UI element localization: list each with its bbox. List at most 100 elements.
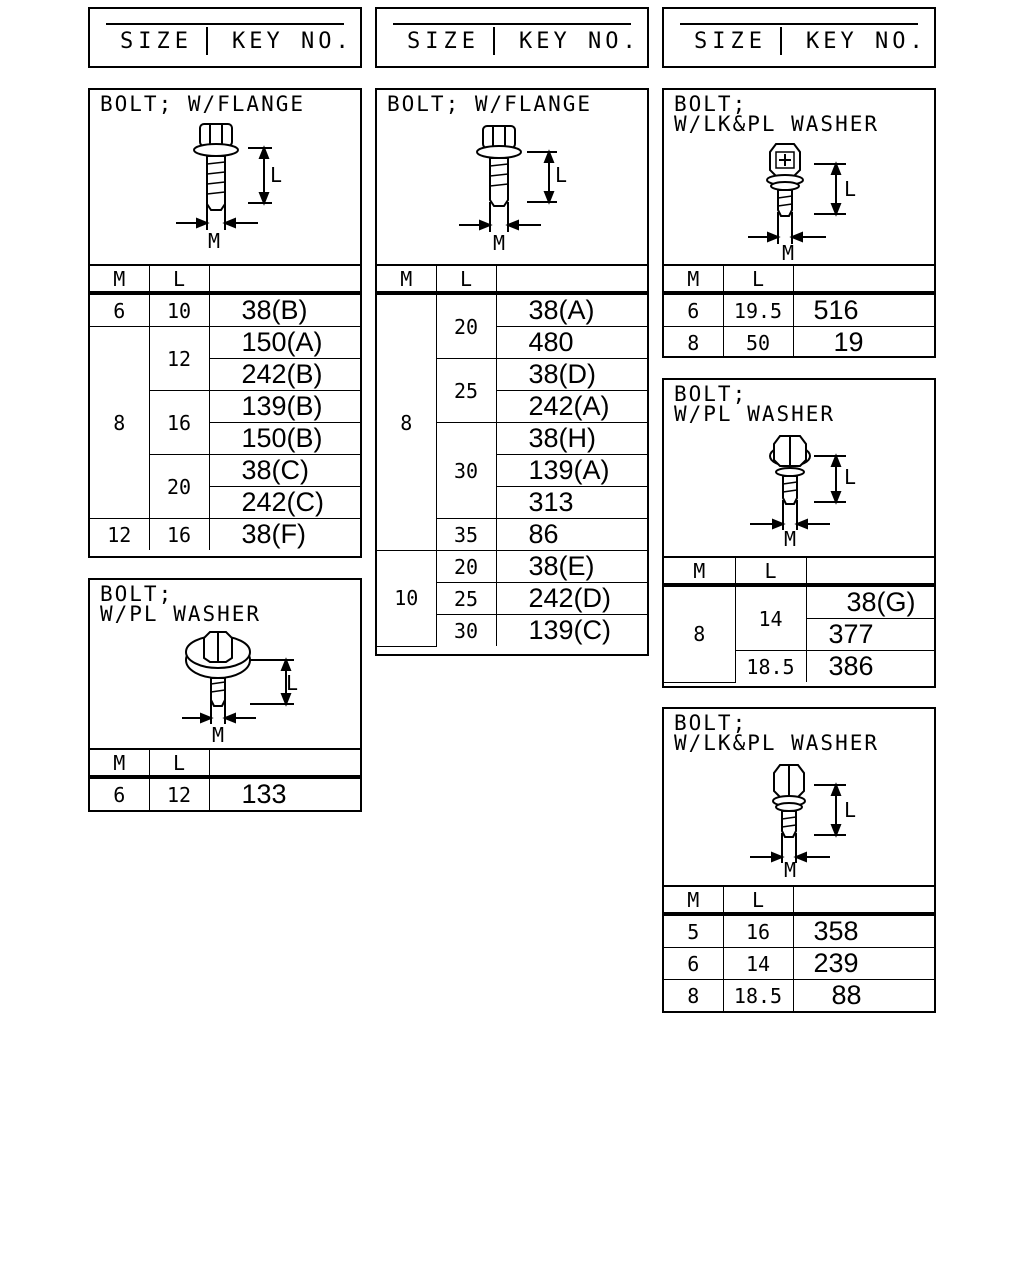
header-divider bbox=[206, 27, 208, 55]
table-row: 377 bbox=[664, 618, 934, 651]
col-l-header: L bbox=[734, 556, 807, 587]
part-bolt-pl-washer-2: BOLT; W/PL WASHER L M M L bbox=[662, 378, 936, 688]
part-title: BOLT; W/LK&PL WASHER bbox=[674, 711, 880, 755]
size-header: SIZE bbox=[407, 29, 480, 54]
diameter-label: M bbox=[784, 858, 796, 882]
key-no: 88 bbox=[792, 979, 934, 1011]
header-divider bbox=[780, 27, 782, 55]
key-no-header: KEY NO. bbox=[806, 29, 927, 54]
parts-table: M L 6 10 38(B) 8 12 150(A) 242(B) 16 139… bbox=[90, 264, 360, 550]
key-no: 38(A) bbox=[495, 292, 647, 327]
col-m-header: M bbox=[664, 885, 724, 916]
col-m-header: M bbox=[377, 264, 437, 295]
col-m-header: M bbox=[664, 264, 724, 295]
length-label: L bbox=[844, 177, 856, 201]
parts-table: M L 8 20 38(A) 480 25 38(D) 242(A) 30 38… bbox=[377, 264, 647, 647]
diameter-label: M bbox=[784, 527, 796, 551]
bolt-lk-washer-diagram: L M bbox=[748, 143, 856, 265]
key-no: 313 bbox=[496, 486, 647, 519]
header-row: SIZE KEY NO. bbox=[106, 23, 349, 57]
col-key-header bbox=[805, 556, 934, 587]
header-row: SIZE KEY NO. bbox=[680, 23, 923, 57]
col-l-header: L bbox=[148, 748, 210, 779]
table-row: 242(A) bbox=[377, 390, 647, 423]
table-row: 8 50 19 bbox=[664, 326, 934, 358]
key-no: 150(A) bbox=[208, 326, 360, 359]
table-row: 18.5 386 bbox=[664, 650, 934, 682]
key-no: 38(H) bbox=[495, 422, 647, 455]
key-no: 139(B) bbox=[208, 390, 360, 423]
table-row: 25 38(D) bbox=[377, 358, 647, 423]
table-row: 5 16 358 bbox=[664, 913, 934, 948]
key-no: 86 bbox=[495, 518, 647, 551]
key-no: 38(D) bbox=[495, 358, 647, 391]
size-header: SIZE bbox=[120, 29, 193, 54]
length-label: L bbox=[844, 465, 856, 489]
part-bolt-pl-washer-1: BOLT; W/PL WASHER L M M L bbox=[88, 578, 362, 812]
table-row: 8 12 150(A) bbox=[90, 326, 360, 519]
table-row: 6 10 38(B) bbox=[90, 292, 360, 327]
key-no-header: KEY NO. bbox=[519, 29, 640, 54]
table-row: 6 14 239 bbox=[664, 947, 934, 980]
table-row: 242(C) bbox=[90, 486, 360, 519]
key-no-header: KEY NO. bbox=[232, 29, 353, 54]
table-row: 25 242(D) bbox=[377, 582, 647, 615]
key-no: 38(G) bbox=[805, 584, 934, 619]
key-no: 239 bbox=[792, 947, 934, 980]
col-l-header: L bbox=[435, 264, 497, 295]
header-box-3: SIZE KEY NO. bbox=[662, 7, 936, 68]
parts-table: M L 6 12 133 bbox=[90, 748, 360, 810]
diameter-label: M bbox=[493, 231, 505, 255]
key-no: 139(C) bbox=[495, 614, 647, 646]
part-title: BOLT; W/FLANGE bbox=[100, 92, 306, 116]
table-row: 8 18.5 88 bbox=[664, 979, 934, 1011]
length-label: L bbox=[844, 798, 856, 822]
key-no: 242(B) bbox=[209, 358, 360, 391]
length-label: L bbox=[286, 671, 298, 695]
bolt-flange-diagram: L M bbox=[176, 123, 282, 253]
table-row: 139(A) bbox=[377, 454, 647, 487]
key-no: 38(B) bbox=[208, 292, 360, 327]
table-row: 6 19.5 516 bbox=[664, 292, 934, 327]
diameter-label: M bbox=[782, 241, 794, 265]
col-l-header: L bbox=[148, 264, 210, 295]
parts-table: M L 6 19.5 516 8 50 19 bbox=[664, 264, 934, 358]
table-row: 30 139(C) bbox=[377, 614, 647, 646]
bolt-washer-diagram: L M bbox=[750, 435, 856, 551]
part-bolt-lk-pl-washer-2: BOLT; W/LK&PL WASHER L M M L bbox=[662, 707, 936, 1013]
key-no: 377 bbox=[806, 618, 934, 651]
part-title: BOLT; W/PL WASHER bbox=[100, 582, 262, 626]
key-no: 242(C) bbox=[209, 486, 360, 519]
key-no: 480 bbox=[496, 326, 647, 359]
part-title: BOLT; W/LK&PL WASHER bbox=[674, 92, 880, 136]
diameter-label: M bbox=[212, 723, 224, 747]
header-box-2: SIZE KEY NO. bbox=[375, 7, 649, 68]
key-no: 150(B) bbox=[209, 422, 360, 455]
key-no: 386 bbox=[805, 650, 934, 682]
header-box-1: SIZE KEY NO. bbox=[88, 7, 362, 68]
table-row: 10 20 38(E) bbox=[377, 550, 647, 647]
key-no: 133 bbox=[208, 776, 360, 810]
bolt-flange-diagram: L M bbox=[459, 125, 567, 255]
table-row: 20 38(C) bbox=[90, 454, 360, 519]
size-header: SIZE bbox=[694, 29, 767, 54]
key-no: 358 bbox=[792, 913, 934, 948]
table-row: 6 12 133 bbox=[90, 776, 360, 810]
col-l-header: L bbox=[722, 264, 794, 295]
key-no: 38(E) bbox=[495, 550, 647, 583]
bolt-washer-diagram: L M bbox=[182, 631, 298, 747]
col-l-header: L bbox=[722, 885, 794, 916]
table-row: 30 38(H) bbox=[377, 422, 647, 519]
part-bolt-lk-pl-washer-1: BOLT; W/LK&PL WASHER L M M L bbox=[662, 88, 936, 358]
table-row: 480 bbox=[377, 326, 647, 359]
part-title: BOLT; W/PL WASHER bbox=[674, 382, 836, 426]
length-label: L bbox=[555, 163, 567, 187]
key-no: 516 bbox=[792, 292, 934, 327]
col-key-header bbox=[208, 748, 360, 779]
col-m-header: M bbox=[90, 264, 150, 295]
diameter-label: M bbox=[208, 229, 220, 253]
col-key-header bbox=[495, 264, 647, 295]
table-row: 16 139(B) bbox=[90, 390, 360, 455]
part-bolt-flange-1: BOLT; W/FLANGE L M M L bbox=[88, 88, 362, 558]
key-no: 139(A) bbox=[496, 454, 647, 487]
